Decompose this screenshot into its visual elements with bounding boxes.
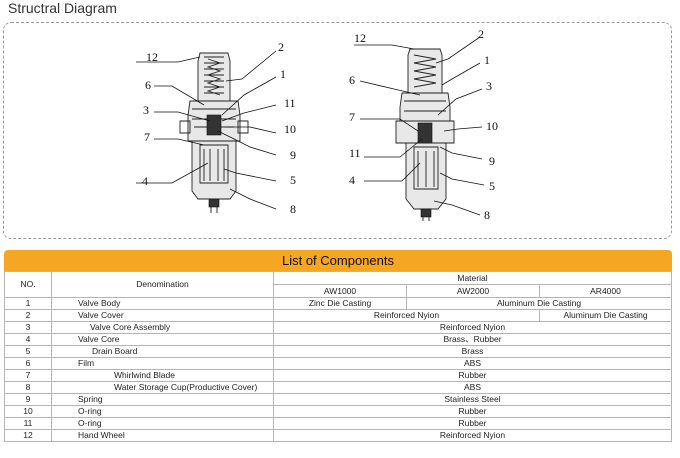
page-title: Structral Diagram [8,0,117,16]
component-name: Valve Core Assembly [51,321,274,334]
material-cell: Brass、Rubber [273,333,672,346]
callout-9: 9 [489,154,495,168]
component-name: Film [51,357,274,370]
col-header-material: Material [273,271,672,285]
callout-7: 7 [349,110,355,124]
model-header: AR4000 [539,284,672,298]
callout-2: 2 [478,27,484,41]
callout-9: 9 [290,148,296,162]
components-table: NO. Denomination Material AW1000 AW2000 … [4,271,672,442]
callout-1: 1 [484,53,490,67]
callout-8: 8 [484,208,490,222]
table-header-row: NO. Denomination Material [4,271,672,298]
component-name: O-ring [51,405,274,418]
row-number: 12 [4,429,52,442]
callout-2: 2 [278,40,284,54]
callout-1: 1 [280,67,286,81]
left-unit-drawing: 12 2 6 1 3 11 10 7 9 4 5 8 [136,40,296,216]
material-cell: Reinforced Nyion [273,321,672,334]
callout-10: 10 [486,119,498,133]
component-name: Valve Core [51,333,274,346]
row-number: 5 [4,345,52,358]
component-name: Water Storage Cup(Productive Cover) [51,381,274,394]
callout-10: 10 [284,122,296,136]
callout-12: 12 [354,31,366,45]
material-cell: Rubber [273,369,672,382]
material-cell: Reinforced Nyion [273,309,540,322]
callout-4: 4 [349,173,355,187]
row-number: 6 [4,357,52,370]
callout-5: 5 [290,173,296,187]
callout-5: 5 [489,179,495,193]
model-header: AW1000 [273,284,407,298]
row-number: 1 [4,297,52,310]
callout-6: 6 [349,73,355,87]
component-name: Valve Body [51,297,274,310]
component-name: Whirlwind Blade [51,369,274,382]
material-cell: Brass [273,345,672,358]
col-header-denomination: Denomination [51,271,274,298]
callout-3: 11 [284,96,296,110]
structural-diagram-panel: 12 2 6 1 3 11 10 7 9 4 5 8 [3,22,672,239]
material-cell: ABS [273,357,672,370]
right-unit-drawing: 12 2 1 6 3 7 10 11 9 4 5 8 [349,27,498,222]
col-header-no: NO. [4,271,52,298]
callout-4: 4 [142,174,148,188]
material-cell: Rubber [273,405,672,418]
row-number: 2 [4,309,52,322]
row-number: 11 [4,417,52,430]
material-cell: Rubber [273,417,672,430]
material-cell: Stainless Steel [273,393,672,406]
model-header: AW2000 [406,284,540,298]
row-number: 7 [4,369,52,382]
callout-3: 3 [486,79,492,93]
row-number: 4 [4,333,52,346]
material-cell: Zinc Die Casting [273,297,407,310]
component-name: O-ring [51,417,274,430]
row-number: 3 [4,321,52,334]
callout-7: 7 [144,130,150,144]
callout-12: 12 [146,50,158,64]
list-of-components-heading: List of Components [4,250,672,271]
structural-diagram: 12 2 6 1 3 11 10 7 9 4 5 8 [136,27,498,222]
callout-8: 8 [290,202,296,216]
row-number: 8 [4,381,52,394]
component-name: Spring [51,393,274,406]
table-model-row: AW1000 AW2000 AR4000 [5,284,672,298]
row-number: 10 [4,405,52,418]
callout-11: 11 [349,146,361,160]
material-cell: Aluminum Die Casting [539,309,672,322]
material-cell: Aluminum Die Casting [406,297,672,310]
component-name: Hand Wheel [51,429,274,442]
material-cell: ABS [273,381,672,394]
material-cell: Reinforced Nyion [273,429,672,442]
callout-6: 6 [145,78,151,92]
component-name: Drain Board [51,345,274,358]
row-number: 9 [4,393,52,406]
callout-11: 3 [143,103,149,117]
component-name: Valve Cover [51,309,274,322]
